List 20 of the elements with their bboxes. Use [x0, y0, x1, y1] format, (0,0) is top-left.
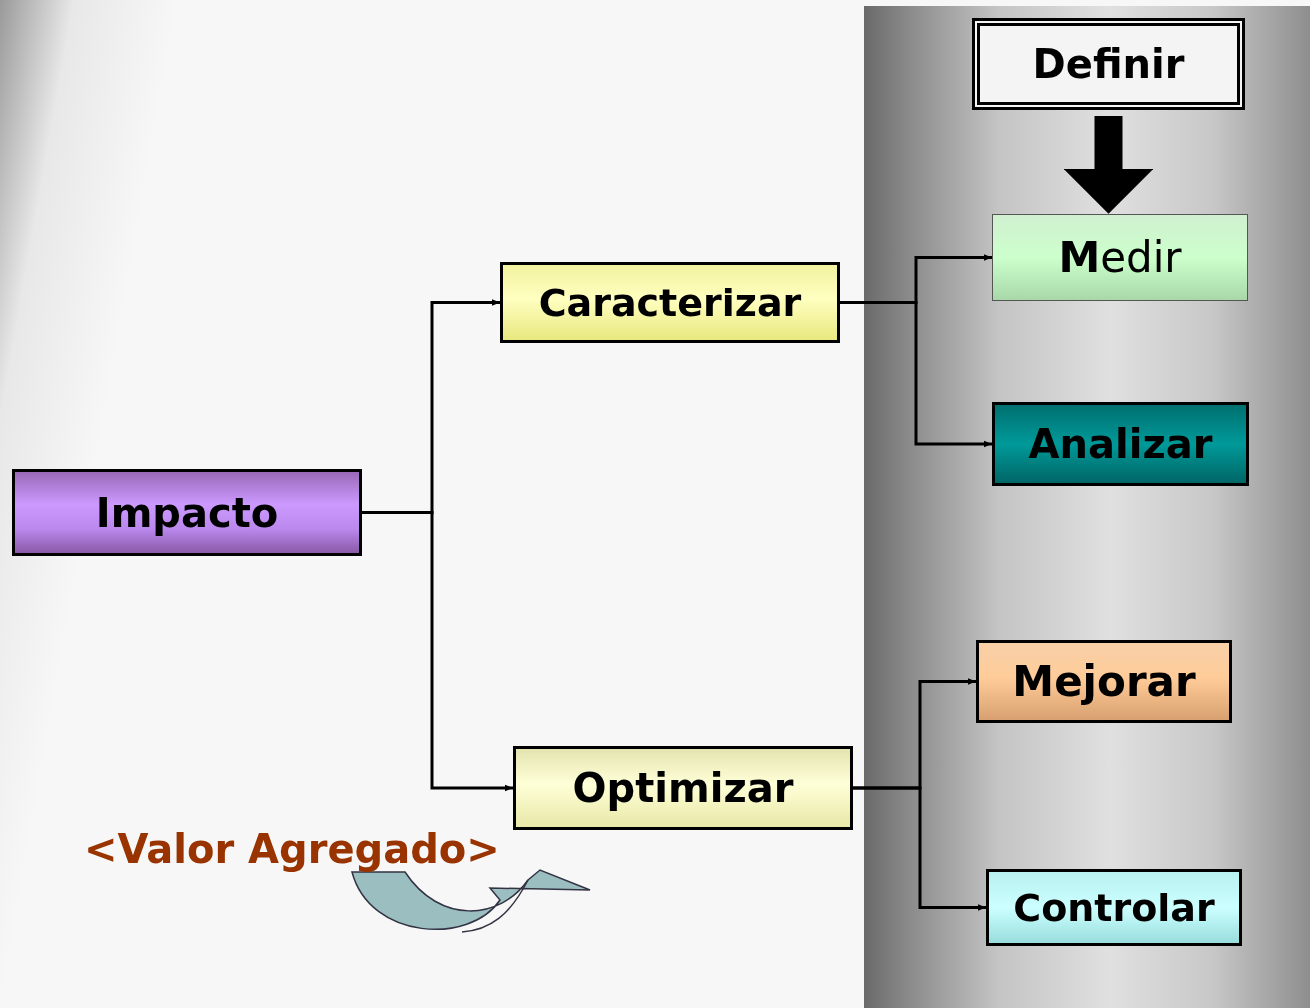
node-label: Definir [1032, 41, 1185, 87]
process-box [992, 402, 1249, 486]
process-box [986, 869, 1242, 946]
node-label: Mejorar [1012, 657, 1196, 706]
process-box [972, 18, 1245, 110]
arrow [1063, 116, 1154, 214]
node-label: Caracterizar [538, 280, 802, 325]
process-box [12, 469, 362, 556]
node-label: Optimizar [572, 765, 794, 811]
process-box [513, 746, 853, 830]
annotation-text: <Valor Agregado> [84, 826, 500, 872]
arrow [362, 511, 513, 792]
process-box [992, 214, 1248, 301]
node-label: Controlar [1013, 885, 1215, 930]
node-label: Analizar [1028, 421, 1213, 467]
node-label: Impacto [95, 489, 279, 536]
arrow [853, 786, 986, 911]
process-box [976, 640, 1232, 723]
process-box [500, 262, 840, 343]
node-label: Medir [1058, 233, 1182, 282]
